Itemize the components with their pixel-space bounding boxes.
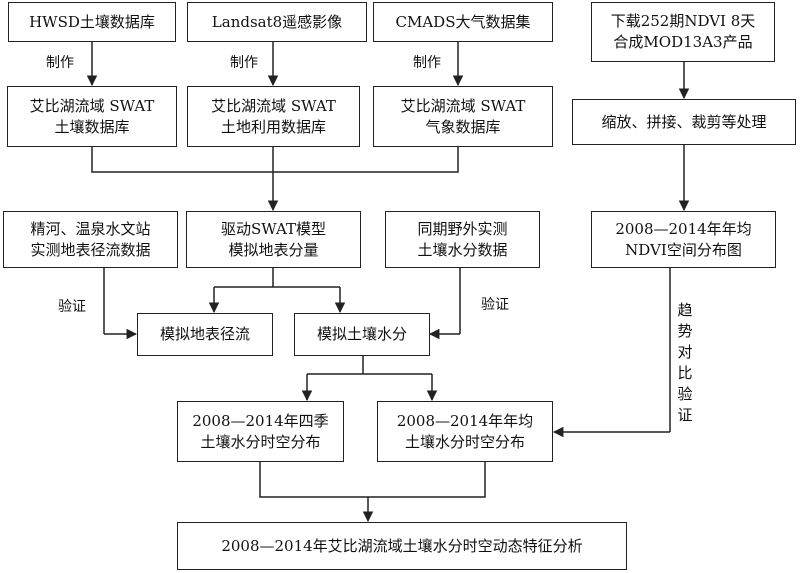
make-label-1: 制作 [46, 55, 74, 71]
ndvi-download-line1: 下载252期NDVI 8天 [610, 12, 756, 30]
make-label-2: 制作 [230, 55, 258, 71]
field-line1: 同期野外实测 [417, 219, 508, 238]
weather-db-box: 艾比湖流域 SWAT 气象数据库 [373, 86, 553, 147]
station-box: 精河、温泉水文站 实测地表径流数据 [3, 211, 178, 268]
verify-label-right: 验证 [481, 297, 509, 313]
trend-char-4: 比 [677, 364, 693, 382]
cmads-text: CMADS大气数据集 [395, 12, 531, 31]
soil-db-box: 艾比湖流域 SWAT 土壤数据库 [7, 86, 177, 147]
process-box: 缩放、拼接、裁剪等处理 [572, 99, 796, 145]
verify-label-left: 验证 [58, 299, 86, 315]
landsat-box: Landsat8遥感影像 [187, 2, 367, 42]
sim-runoff-text: 模拟地表径流 [159, 325, 250, 343]
landuse-db-box: 艾比湖流域 SWAT 土地利用数据库 [187, 86, 360, 147]
annual-dist-line2: 土壤水分时空分布 [404, 432, 525, 451]
field-box: 同期野外实测 土壤水分数据 [385, 211, 540, 268]
drive-line2: 模拟地表分量 [228, 240, 319, 259]
final-analysis-text: 2008—2014年艾比湖流域土壤水分时空动态特征分析 [221, 536, 583, 555]
sim-soil-box: 模拟土壤水分 [294, 313, 430, 356]
ndvi-download-line2: 合成MOD13A3产品 [613, 33, 753, 51]
merge-databases-line [91, 147, 459, 173]
process-text: 缩放、拼接、裁剪等处理 [601, 112, 767, 131]
trend-char-2: 势 [677, 322, 693, 340]
season-dist-line2: 土壤水分时空分布 [200, 432, 321, 451]
cmads-box: CMADS大气数据集 [373, 2, 553, 42]
weather-db-line2: 气象数据库 [425, 117, 501, 136]
soil-db-line2: 土壤数据库 [54, 117, 130, 136]
weather-db-line1: 艾比湖流域 SWAT [400, 96, 526, 115]
station-line1: 精河、温泉水文站 [30, 219, 151, 238]
ndvi-map-box: 2008—2014年年均 NDVI空间分布图 [591, 211, 776, 268]
trend-verify-label: 趋 势 对 比 验 证 [675, 300, 695, 426]
soil-split-line [307, 356, 432, 375]
sim-runoff-box: 模拟地表径流 [137, 313, 273, 356]
distributions-merge-line [259, 462, 486, 498]
trend-char-1: 趋 [677, 301, 693, 319]
final-analysis-box: 2008—2014年艾比湖流域土壤水分时空动态特征分析 [177, 522, 627, 570]
sim-soil-text: 模拟土壤水分 [316, 325, 407, 343]
field-line2: 土壤水分数据 [417, 240, 508, 259]
drive-box: 驱动SWAT模型 模拟地表分量 [186, 211, 361, 268]
hwsd-box: HWSD土壤数据库 [8, 2, 176, 42]
hwsd-text: HWSD土壤数据库 [29, 12, 155, 31]
station-line2: 实测地表径流数据 [30, 240, 151, 259]
ndvi-download-box: 下载252期NDVI 8天 合成MOD13A3产品 [591, 2, 775, 62]
trend-char-6: 证 [677, 406, 693, 424]
soil-db-line1: 艾比湖流域 SWAT [29, 96, 155, 115]
drive-line1: 驱动SWAT模型 [221, 219, 326, 238]
season-dist-line1: 2008—2014年四季 [192, 411, 329, 430]
ndvi-map-line2: NDVI空间分布图 [625, 240, 742, 259]
trend-char-3: 对 [677, 343, 693, 361]
trend-char-5: 验 [677, 385, 693, 403]
season-dist-box: 2008—2014年四季 土壤水分时空分布 [177, 401, 344, 462]
landsat-text: Landsat8遥感影像 [211, 12, 343, 31]
annual-dist-line1: 2008—2014年年均 [396, 411, 534, 430]
landuse-db-line2: 土地利用数据库 [220, 117, 326, 136]
drive-split-line [214, 268, 340, 288]
make-label-3: 制作 [413, 55, 441, 71]
landuse-db-line1: 艾比湖流域 SWAT [211, 96, 336, 115]
ndvi-map-line1: 2008—2014年年均 [615, 219, 752, 238]
annual-dist-box: 2008—2014年年均 土壤水分时空分布 [377, 401, 553, 462]
